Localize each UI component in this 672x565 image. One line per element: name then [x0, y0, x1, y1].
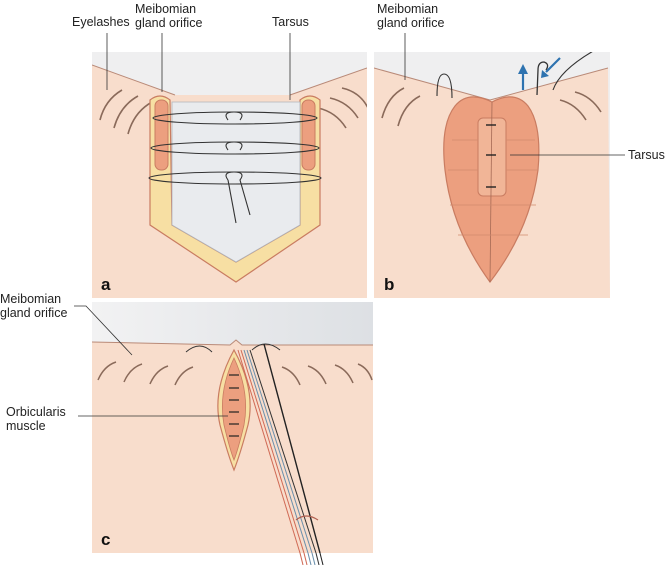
label-meibomian-gland-orifice-a: Meibomian gland orifice: [135, 2, 203, 30]
panel-a: [92, 52, 367, 298]
orbicularis-muscle: [222, 357, 246, 462]
arrow-down-left-icon: [541, 57, 561, 78]
panel-label-c: c: [101, 530, 111, 549]
label-tarsus-b: Tarsus: [628, 148, 665, 162]
panel-b: [374, 52, 610, 298]
label-eyelashes: Eyelashes: [72, 15, 130, 29]
label-meibomian-gland-orifice-b: Meibomian gland orifice: [377, 2, 445, 30]
sutures: [148, 111, 322, 224]
label-orbicularis-muscle: Orbicularis muscle: [6, 405, 66, 433]
needle: [536, 61, 549, 96]
tarsus-right: [301, 99, 316, 171]
panel-c: [92, 302, 373, 553]
eyelashes: [99, 87, 367, 135]
arrow-up-icon: [518, 64, 528, 90]
panel-label-a: a: [101, 275, 111, 294]
panel-label-b: b: [384, 275, 395, 294]
label-meibomian-gland-orifice-c: Meibomian gland orifice: [0, 292, 68, 320]
tarsus-left: [154, 99, 169, 171]
tarsal-sutures: [486, 124, 496, 188]
label-tarsus-a: Tarsus: [272, 15, 309, 29]
